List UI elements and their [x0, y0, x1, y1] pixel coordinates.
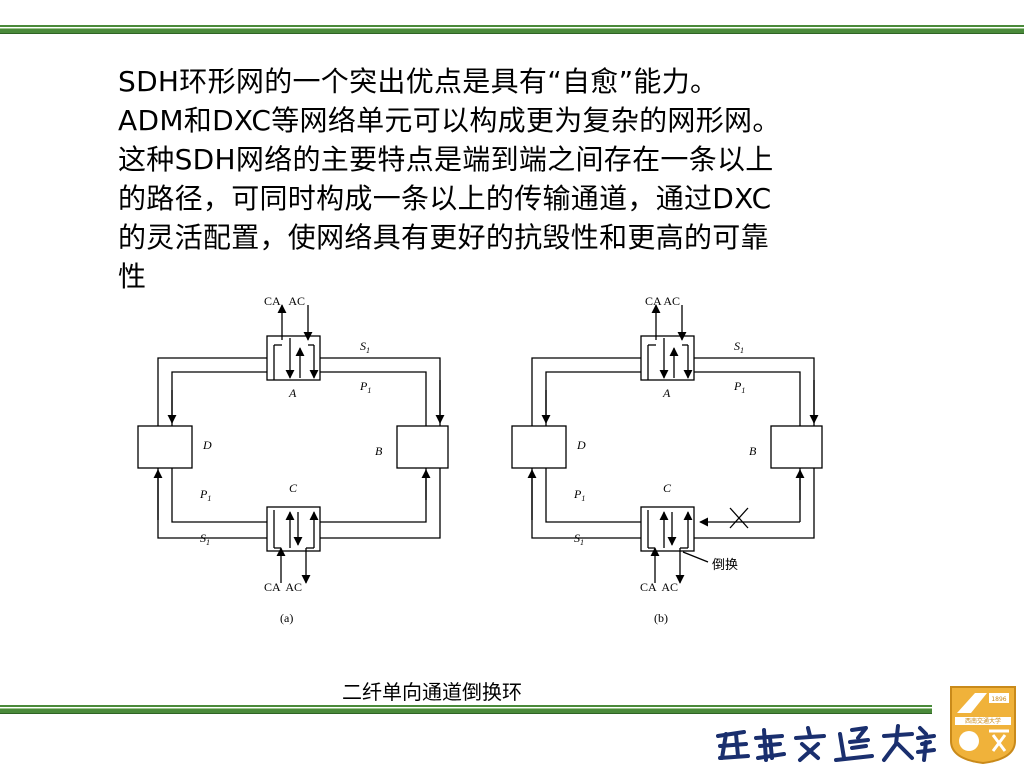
a-bottom-label: CA AC — [264, 580, 302, 594]
logo-badge-text: 西南交通大学 — [965, 717, 1001, 725]
body-paragraph: SDH环形网的一个突出优点是具有“自愈”能力。 ADM和DXC等网络单元可以构成… — [118, 62, 918, 296]
svg-text:S1: S1 — [200, 531, 210, 547]
svg-text:S1: S1 — [574, 531, 584, 547]
bottom-rule-thin — [0, 705, 932, 707]
b-node-c-label: C — [663, 481, 672, 495]
svg-text:S1: S1 — [734, 339, 744, 355]
a-caption: (a) — [280, 611, 293, 625]
diagram-b — [511, 304, 823, 584]
b-node-b-label: B — [749, 444, 757, 458]
ring-s1-a-path — [157, 357, 267, 539]
logo-seal-text: 1896 — [991, 696, 1006, 703]
a-node-b-label: B — [375, 444, 383, 458]
paragraph-line-6: 性 — [118, 260, 147, 293]
b-node-d-label: D — [576, 438, 586, 452]
a-s1-bottom: S — [200, 531, 206, 545]
b-bottom-label: CA AC — [640, 580, 678, 594]
b-s1-top: S — [734, 339, 740, 353]
diagram-a — [137, 304, 449, 584]
a-node-c-label: C — [289, 481, 298, 495]
top-rule-thick — [0, 28, 1024, 34]
node-a-box-a — [266, 335, 321, 381]
university-logo: 西南交通大学 1896 — [950, 686, 1016, 765]
svg-text:P1: P1 — [573, 487, 585, 503]
svg-text:S1: S1 — [360, 339, 370, 355]
svg-text:P1: P1 — [733, 379, 745, 395]
b-switch-label: 倒换 — [712, 558, 738, 573]
diagram-b-labels: CA AC CA AC A B C D S1 P1 P1 S1 倒换 (b) — [573, 294, 757, 625]
paragraph-line-3: 这种SDH网络的主要特点是端到端之间存在一条以上 — [118, 143, 774, 176]
a-node-a-label: A — [288, 386, 297, 400]
paragraph-line-1: SDH环形网的一个突出优点是具有“自愈”能力。 — [118, 65, 719, 98]
a-p1-top: P — [359, 379, 368, 393]
b-top-label: CA AC — [645, 294, 680, 308]
b-p1-bottom: P — [573, 487, 582, 501]
b-caption: (b) — [654, 611, 668, 625]
top-rule-thin — [0, 25, 1024, 27]
university-signature — [716, 724, 936, 762]
a-node-d-label: D — [202, 438, 212, 452]
paragraph-line-4: 的路径，可同时构成一条以上的传输通道，通过DXC — [118, 182, 772, 215]
paragraph-line-5: 的灵活配置，使网络具有更好的抗毁性和更高的可靠 — [118, 221, 769, 254]
node-b-box-a — [396, 425, 449, 469]
b-p1-top: P — [733, 379, 742, 393]
node-d-box-a — [137, 425, 193, 469]
diagram-a-labels: CA AC CA AC A B C D S1 P1 P1 S1 (a) — [199, 294, 383, 625]
b-s1-bottom: S — [574, 531, 580, 545]
figure-caption: 二纤单向通道倒换环 — [342, 680, 522, 704]
paragraph-line-2: ADM和DXC等网络单元可以构成更为复杂的网形网。 — [118, 104, 781, 137]
svg-text:P1: P1 — [359, 379, 371, 395]
b-node-a-label: A — [662, 386, 671, 400]
node-c-box-a — [266, 506, 321, 552]
svg-text:P1: P1 — [199, 487, 211, 503]
a-s1-top: S — [360, 339, 366, 353]
a-top-label: CA AC — [264, 294, 305, 308]
a-p1-bottom: P — [199, 487, 208, 501]
bottom-rule-thick — [0, 708, 932, 714]
